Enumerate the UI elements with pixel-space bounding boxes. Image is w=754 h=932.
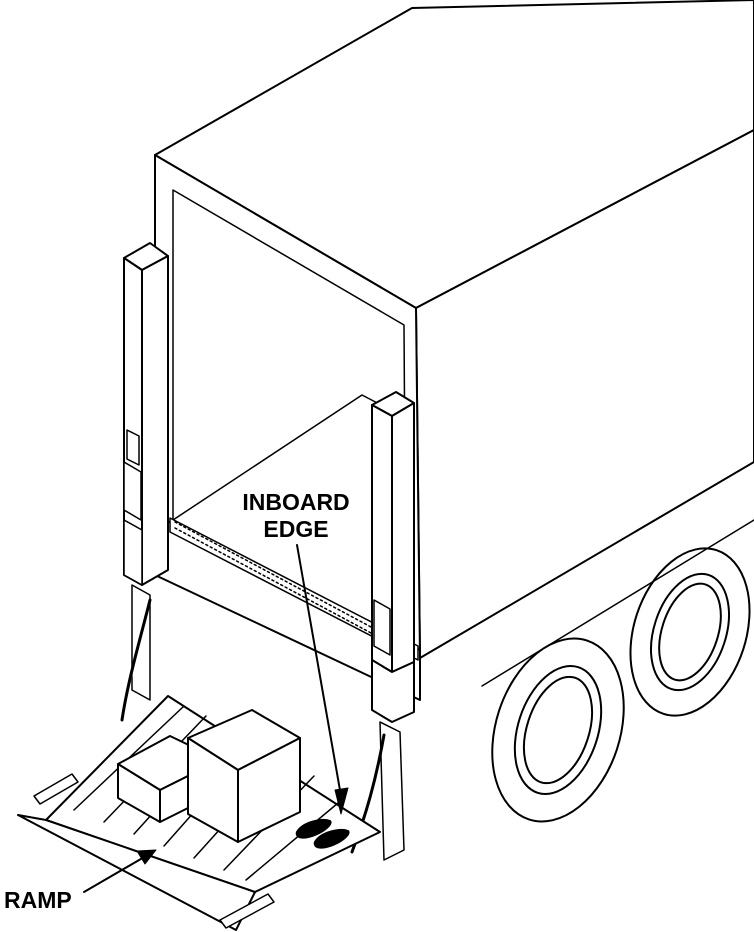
inboard-edge-leader	[296, 544, 342, 797]
right-runner	[379, 721, 405, 861]
right-column	[350, 391, 415, 861]
left-column-side	[141, 255, 169, 586]
wheel-well-line	[481, 519, 754, 687]
left-column	[120, 242, 169, 722]
wheel-back-hub	[658, 582, 722, 682]
foot-controls	[295, 819, 350, 849]
wheel-front-hub	[522, 675, 594, 785]
ramp-hardware-left	[33, 773, 79, 805]
foot-pedal-right-icon	[313, 829, 350, 849]
ramp-callout: RAMP	[4, 887, 72, 913]
left-runner	[131, 584, 151, 701]
truck-body	[154, 0, 754, 659]
cargo-boxes	[117, 709, 301, 843]
left-column-lower-box	[123, 519, 143, 586]
inboard-edge-callout: INBOARD EDGE	[228, 489, 364, 543]
inboard-edge-line2: EDGE	[263, 516, 329, 542]
ramp-leader	[83, 855, 147, 893]
ramp-flap	[17, 814, 256, 931]
right-column-side	[391, 402, 415, 673]
left-chain	[120, 598, 152, 722]
inboard-edge-arrowhead	[334, 787, 349, 815]
left-column-grip-lower	[123, 461, 142, 521]
ramp-arrowhead	[136, 849, 157, 865]
inboard-edge-line1: INBOARD	[242, 489, 350, 515]
right-column-lower-box	[371, 659, 415, 723]
callout-leaders	[83, 544, 349, 893]
foot-pedal-left-icon	[295, 819, 332, 839]
left-column-grip-upper	[126, 429, 140, 466]
rear-wheels	[481, 519, 754, 823]
ramp-hardware-right	[219, 893, 275, 929]
large-box-side	[237, 737, 301, 843]
right-column-grip	[373, 599, 391, 656]
